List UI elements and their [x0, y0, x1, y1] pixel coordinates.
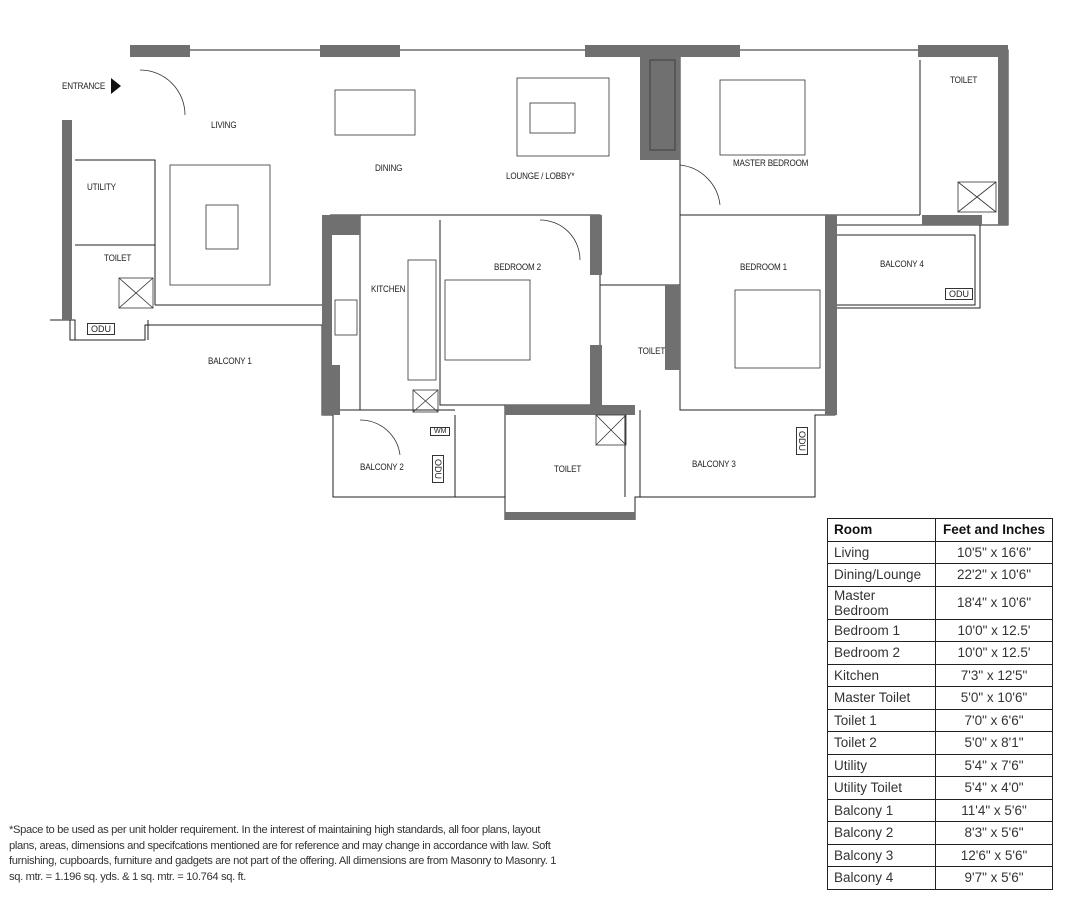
room-label-toilet2: TOILET	[554, 464, 582, 475]
room-label-master-toilet: TOILET	[950, 75, 978, 86]
entrance-arrow-icon	[111, 78, 121, 94]
room-label-master-bedroom: MASTER BEDROOM	[733, 158, 809, 169]
dimension-cell: 11'4" x 5'6"	[935, 798, 1053, 822]
odu-unit: ODU	[87, 323, 115, 335]
room-label-utility: UTILITY	[87, 182, 116, 193]
odu-unit: ODU	[796, 427, 808, 455]
room-label-balcony1: BALCONY 1	[208, 356, 252, 367]
room-name-cell: Balcony 3	[827, 843, 936, 867]
dimension-cell: 12'6" x 5'6"	[935, 843, 1053, 867]
dimension-cell: 5'4" x 7'6"	[935, 753, 1053, 777]
room-name-cell: Balcony 1	[827, 798, 936, 822]
odu-unit: ODU	[432, 455, 444, 483]
room-name-cell: Master Toilet	[827, 686, 936, 710]
dimension-cell: 7'0" x 6'6"	[935, 708, 1053, 732]
room-label-utility-toilet: TOILET	[104, 253, 132, 264]
room-label-balcony4: BALCONY 4	[880, 259, 924, 270]
dimension-cell: 10'0" x 12.5'	[935, 618, 1053, 642]
room-name-cell: Balcony 4	[827, 866, 936, 890]
dimension-cell: 10'0" x 12.5'	[935, 641, 1053, 665]
room-name-cell: Bedroom 1	[827, 618, 936, 642]
room-label-balcony2: BALCONY 2	[360, 462, 404, 473]
dimension-cell: 18'4" x 10'6"	[935, 585, 1053, 620]
dimension-cell: 5'0" x 8'1"	[935, 731, 1053, 755]
room-label-lounge: LOUNGE / LOBBY*	[506, 171, 575, 182]
room-name-cell: Utility Toilet	[827, 776, 936, 800]
room-name-cell: Toilet 1	[827, 708, 936, 732]
room-label-balcony3: BALCONY 3	[692, 459, 736, 470]
floor-plan	[50, 45, 1009, 520]
room-name-cell: Living	[827, 540, 936, 564]
room-label-toilet1: TOILET	[638, 346, 666, 357]
room-name-cell: Kitchen	[827, 663, 936, 687]
dimension-cell: 9'7" x 5'6"	[935, 866, 1053, 890]
column-header: Room	[827, 518, 936, 542]
dimension-cell: 5'4" x 4'0"	[935, 776, 1053, 800]
room-name-cell: Utility	[827, 753, 936, 777]
room-name-cell: Toilet 2	[827, 731, 936, 755]
dimension-cell: 22'2" x 10'6"	[935, 563, 1053, 587]
room-name-cell: Bedroom 2	[827, 641, 936, 665]
room-name-cell: Master Bedroom	[827, 585, 936, 620]
disclaimer-note: *Space to be used as per unit holder req…	[9, 824, 557, 883]
room-label-bedroom1: BEDROOM 1	[740, 262, 787, 273]
entrance-label: ENTRANCE	[62, 81, 106, 92]
dimension-cell: 10'5" x 16'6"	[935, 540, 1053, 564]
dimension-cell: 5'0" x 10'6"	[935, 686, 1053, 710]
table-header-row: Room Feet and Inches	[827, 518, 1053, 542]
washing-machine: WM	[430, 427, 451, 436]
room-label-living: LIVING	[211, 120, 237, 131]
dimension-cell: 8'3" x 5'6"	[935, 821, 1053, 845]
room-name-cell: Balcony 2	[827, 821, 936, 845]
room-name-cell: Dining/Lounge	[827, 563, 936, 587]
room-label-bedroom2: BEDROOM 2	[494, 262, 541, 273]
room-label-kitchen: KITCHEN	[371, 284, 406, 295]
room-label-dining: DINING	[375, 163, 403, 174]
dimension-cell: 7'3" x 12'5"	[935, 663, 1053, 687]
odu-unit: ODU	[945, 288, 973, 300]
column-header: Feet and Inches	[935, 518, 1053, 542]
